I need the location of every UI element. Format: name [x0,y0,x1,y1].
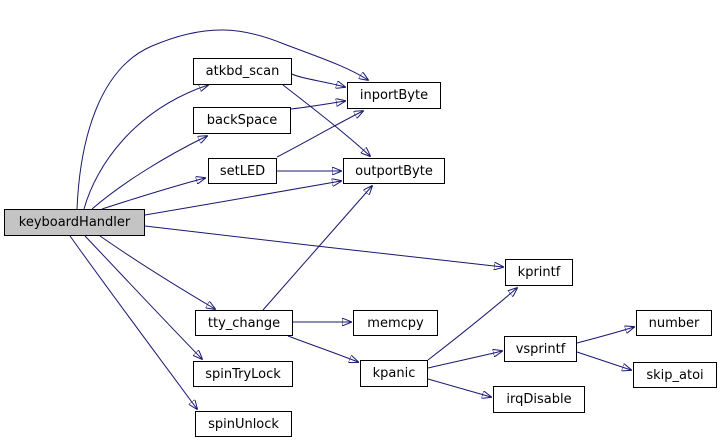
node-spinTryLock[interactable]: spinTryLock [193,361,293,387]
edge-vsprintf-to-skip_atoi [576,351,631,370]
node-label: inportByte [359,88,429,103]
node-atkbd_scan[interactable]: atkbd_scan [193,58,292,85]
node-label: spinTryLock [205,366,281,382]
node-kpanic[interactable]: kpanic [360,360,428,387]
node-kprintf[interactable]: kprintf [505,259,573,286]
edge-keyboardHandler-to-backSpace [91,136,207,210]
node-memcpy[interactable]: memcpy [353,310,438,336]
node-label: keyboardHandler [18,215,131,230]
node-keyboardHandler: keyboardHandler [4,209,145,236]
node-label: skip_atoi [646,367,704,383]
node-label: irqDisable [506,392,572,407]
node-skip_atoi[interactable]: skip_atoi [633,362,717,388]
edge-kpanic-to-vsprintf [427,351,502,369]
node-label: kpanic [372,366,416,381]
node-number[interactable]: number [636,310,712,336]
node-label: outportByte [355,163,433,179]
node-outportByte[interactable]: outportByte [343,158,445,184]
node-label: tty_change [207,315,281,331]
edge-tty_change-to-kpanic [287,335,358,362]
node-label: atkbd_scan [205,64,280,79]
edge-backSpace-to-inportByte [290,101,345,110]
node-setLED[interactable]: setLED [208,158,277,184]
edge-keyboardHandler-to-spinTryLock [84,235,202,359]
node-label: memcpy [367,315,424,331]
edge-keyboardHandler-to-setLED [101,178,205,210]
edge-vsprintf-to-number [576,327,634,344]
node-label: spinUnlock [208,416,279,432]
node-backSpace[interactable]: backSpace [193,107,291,134]
node-spinUnlock[interactable]: spinUnlock [195,411,292,437]
edge-keyboardHandler-to-tty_change [99,235,215,309]
edge-keyboardHandler-to-atkbd_scan [83,85,208,210]
edge-keyboardHandler-to-spinUnlock [69,235,197,409]
edge-keyboardHandler-to-kprintf [144,225,503,267]
node-tty_change[interactable]: tty_change [195,310,293,336]
node-label: setLED [219,163,266,179]
node-label: kprintf [517,265,561,280]
node-label: backSpace [206,113,278,128]
edge-tty_change-to-outportByte [262,186,372,311]
edge-kpanic-to-irqDisable [427,378,491,397]
edge-atkbd_scan-to-inportByte [291,73,345,87]
node-label: vsprintf [515,341,566,357]
edge-keyboardHandler-to-outportByte [144,181,341,216]
node-inportByte[interactable]: inportByte [347,82,441,109]
node-vsprintf[interactable]: vsprintf [504,336,577,362]
node-irqDisable[interactable]: irqDisable [493,386,585,413]
node-label: number [648,315,700,331]
